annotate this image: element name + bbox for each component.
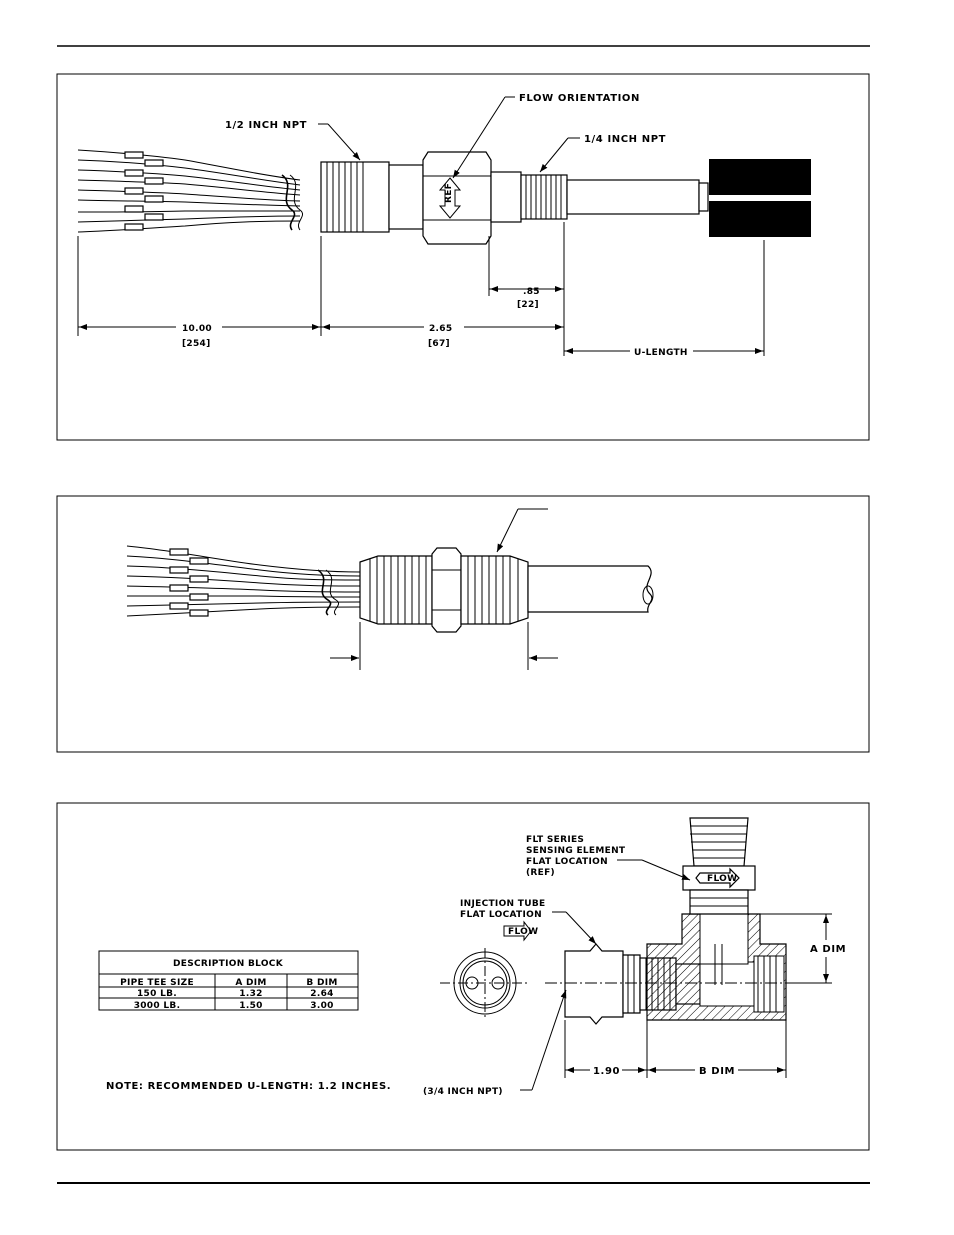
table-cell: 1.32 — [239, 989, 262, 999]
dim-085: .85 — [523, 287, 540, 297]
injection-tube-label: FLAT LOCATION — [460, 910, 542, 920]
pipe-tee-section — [646, 913, 787, 1021]
dim-1000-mm: [254] — [182, 339, 211, 349]
u-length-label: U-LENGTH — [634, 348, 688, 358]
sensor-element-upper — [709, 159, 811, 195]
ref-label: REF — [444, 183, 454, 203]
flt-series-label: (REF) — [526, 868, 555, 878]
table-header-pipe-tee-size: PIPE TEE SIZE — [120, 978, 194, 988]
lead-wires — [77, 149, 304, 233]
a-dim-label: A DIM — [810, 944, 846, 955]
quarter-inch-npt-label: 1/4 INCH NPT — [584, 134, 666, 145]
table-cell: 1.50 — [239, 1001, 262, 1011]
sensor-element-lower — [709, 201, 811, 237]
table-header-a-dim: A DIM — [235, 978, 266, 988]
dim-265: 2.65 — [429, 324, 452, 334]
recommended-u-length-note: NOTE: RECOMMENDED U-LENGTH: 1.2 INCHES. — [106, 1081, 391, 1092]
flt-series-label: FLT SERIES — [526, 835, 584, 845]
panel-probe-dimensions: REF 1/2 INCH NPT FLOW ORIENTATION 1/4 IN… — [56, 73, 870, 441]
half-inch-npt-fitting: REF — [320, 151, 811, 245]
table-cell: 3000 LB. — [134, 1001, 181, 1011]
three-quarter-npt-label: (3/4 INCH NPT) — [423, 1087, 503, 1097]
half-inch-npt-label: 1/2 INCH NPT — [225, 120, 307, 131]
compression-fitting — [359, 547, 654, 633]
dim-190-label: 1.90 — [593, 1066, 620, 1077]
injection-tube-label: INJECTION TUBE — [460, 899, 545, 909]
lead-wires-2 — [126, 545, 361, 617]
flow-arrow-label: FLOW — [508, 927, 538, 937]
table-cell: 3.00 — [310, 1001, 333, 1011]
flt-series-label: FLAT LOCATION — [526, 857, 608, 867]
table-cell: 150 LB. — [137, 989, 177, 999]
flow-orientation-label: FLOW ORIENTATION — [519, 93, 640, 104]
panel-pipe-tee-installation: DESCRIPTION BLOCK PIPE TEE SIZE A DIM B … — [56, 802, 870, 1151]
end-view-tube — [440, 948, 530, 1018]
panel-probe-fitting — [56, 495, 870, 753]
flow-ref-arrow-icon — [438, 177, 462, 219]
table-title: DESCRIPTION BLOCK — [173, 959, 284, 969]
table-cell: 2.64 — [310, 989, 333, 999]
dim-1000: 10.00 — [182, 324, 212, 334]
sensing-element: FLOW — [682, 817, 756, 915]
dim-085-mm: [22] — [517, 300, 539, 310]
flow-tag-label: FLOW — [707, 874, 737, 884]
flow-direction-arrow-icon — [503, 920, 532, 942]
flt-series-label: SENSING ELEMENT — [526, 846, 626, 856]
flow-tag-arrow-icon — [695, 867, 740, 889]
description-block-table: DESCRIPTION BLOCK PIPE TEE SIZE A DIM B … — [98, 950, 359, 1011]
b-dim-label: B DIM — [699, 1066, 735, 1077]
dim-265-mm: [67] — [428, 339, 450, 349]
table-header-b-dim: B DIM — [306, 978, 337, 988]
